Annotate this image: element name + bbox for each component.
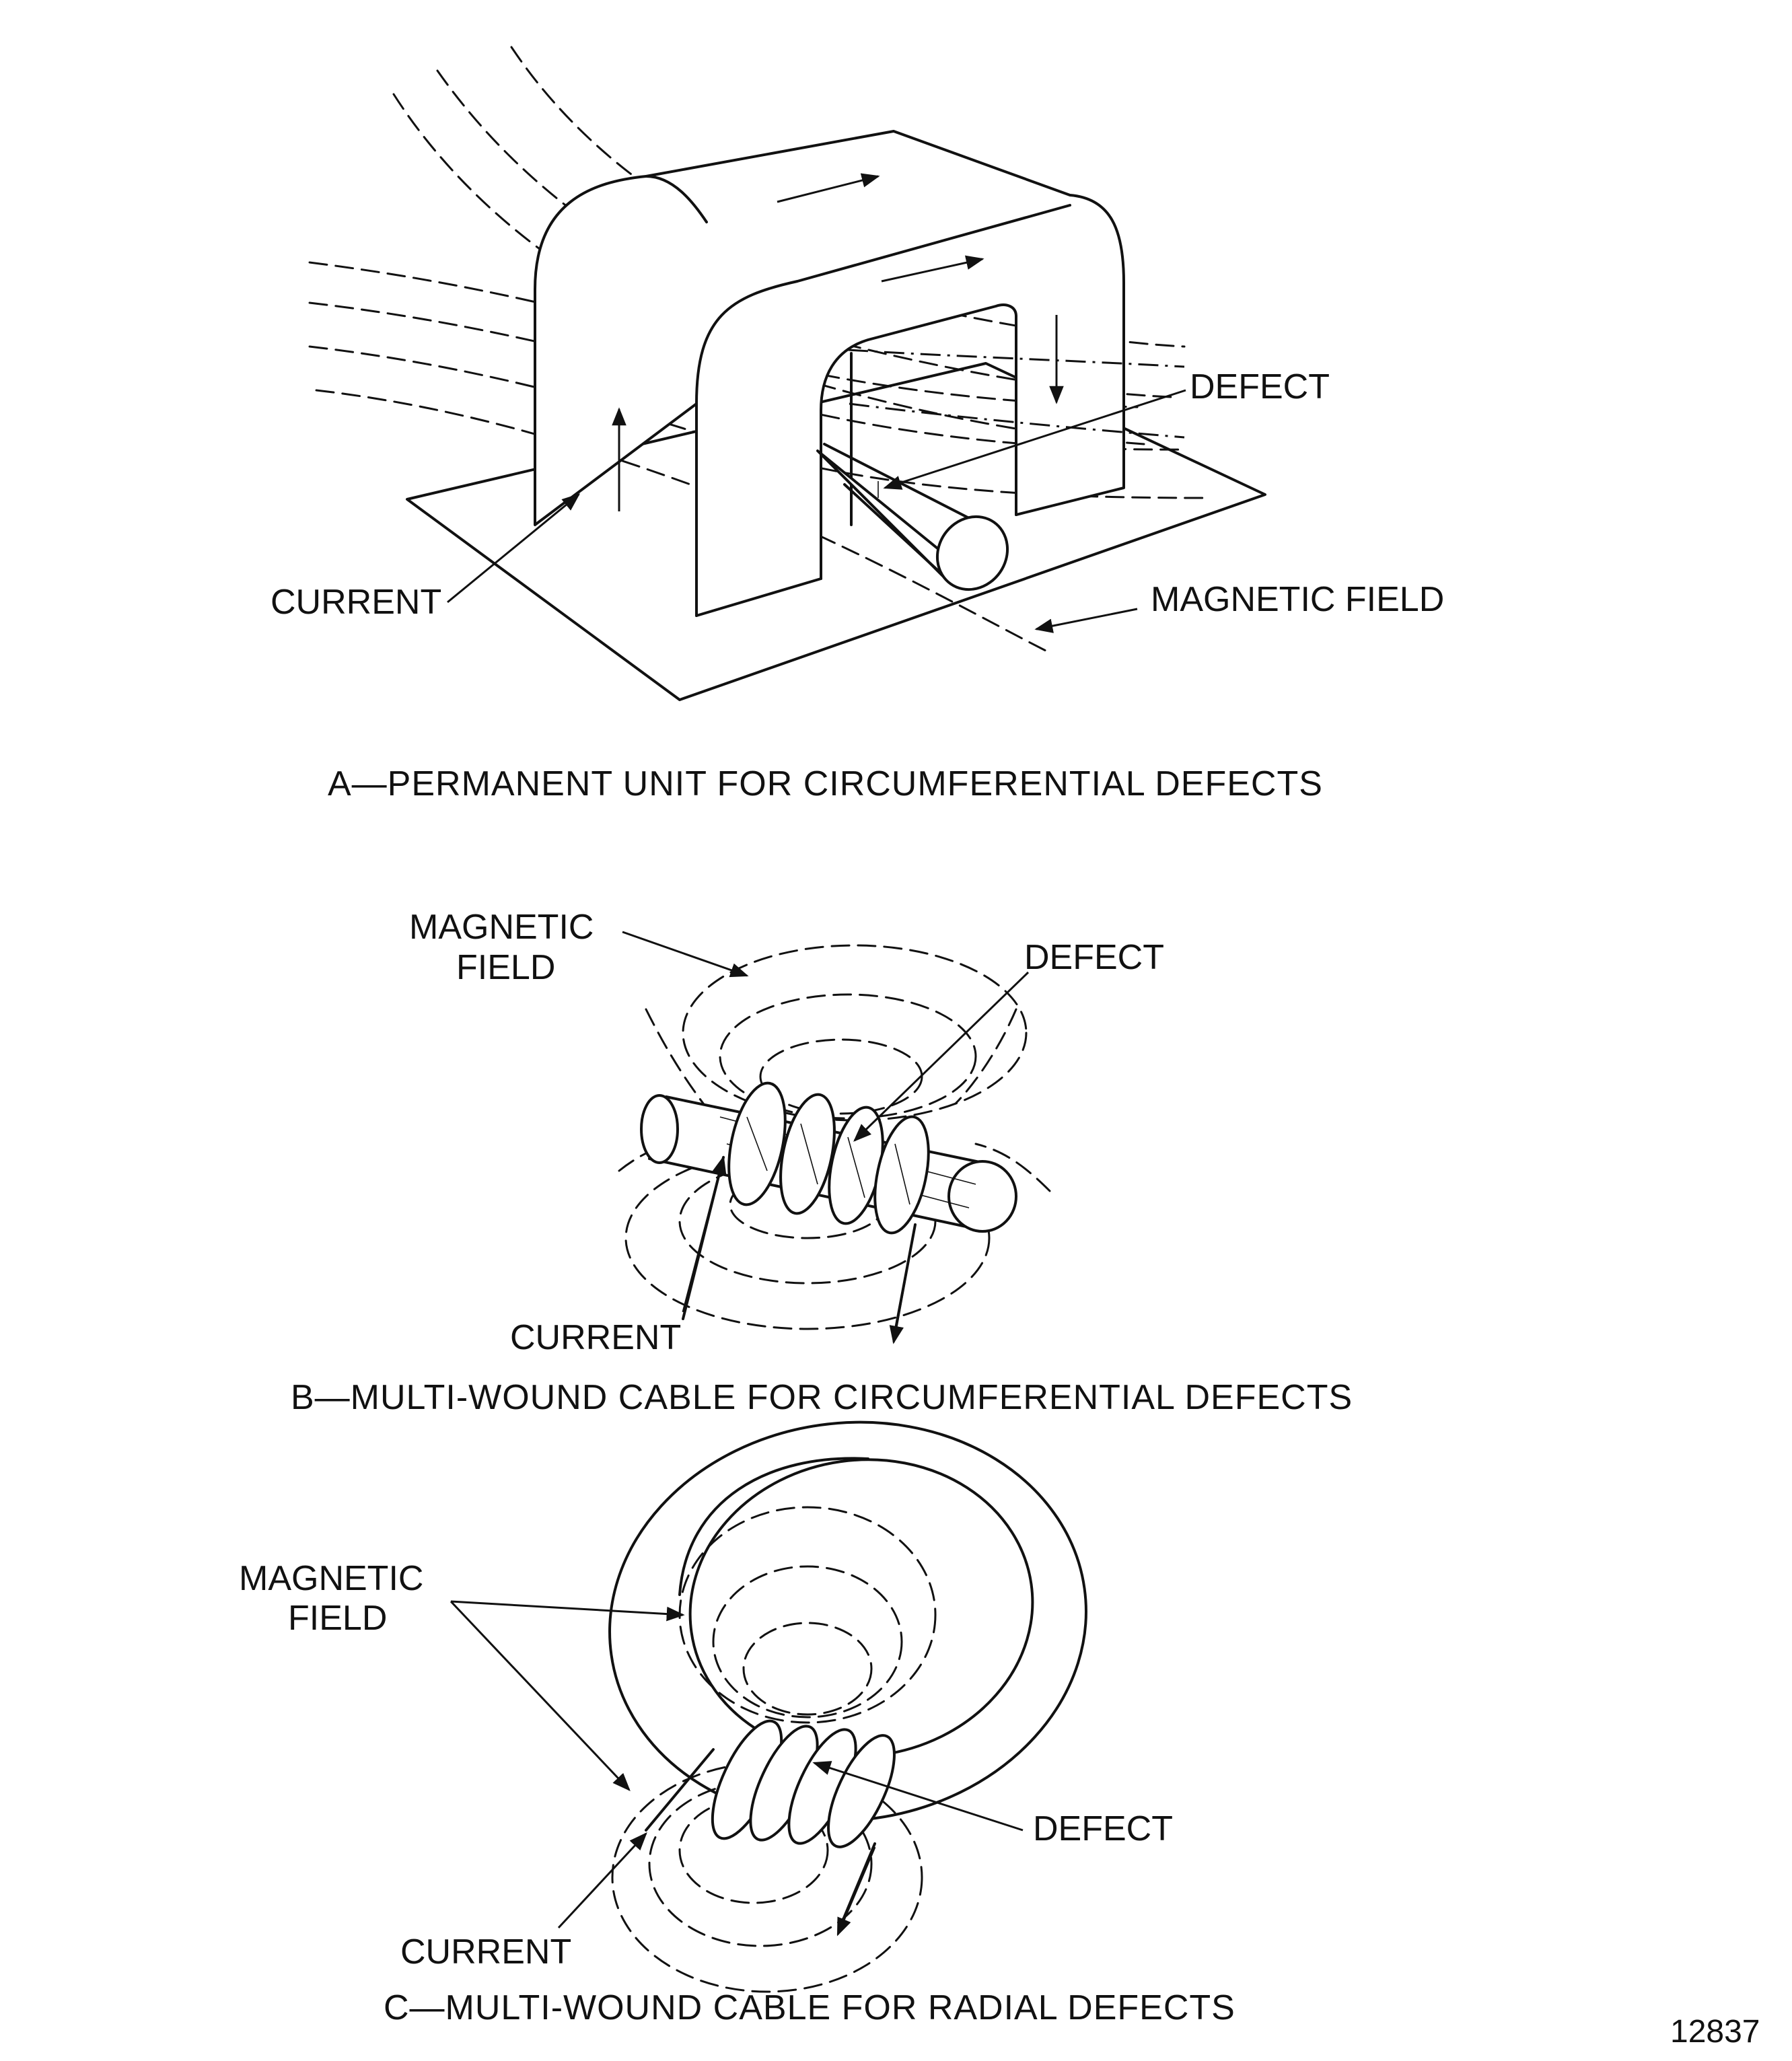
panel-b: MAGNETIC FIELD DEFECT CURRENT B—MULTI-WO… bbox=[291, 908, 1353, 1417]
cable-windings-c bbox=[645, 1719, 896, 1926]
label-current-a: CURRENT bbox=[271, 583, 441, 622]
label-current-c: CURRENT bbox=[400, 1932, 571, 1972]
label-magnetic-field-a: MAGNETIC FIELD bbox=[1151, 580, 1444, 619]
caption-c: C—MULTI-WOUND CABLE FOR RADIAL DEFECTS bbox=[384, 1988, 1235, 2027]
label-magnetic-b: MAGNETIC bbox=[409, 908, 594, 947]
panel-a: DEFECT CURRENT MAGNETIC FIELD A—PERMANEN… bbox=[271, 46, 1444, 803]
ring-part-c bbox=[608, 1420, 1087, 1823]
label-defect-c: DEFECT bbox=[1033, 1809, 1173, 1848]
caption-a: A—PERMANENT UNIT FOR CIRCUMFERENTIAL DEF… bbox=[328, 764, 1323, 803]
label-current-b: CURRENT bbox=[510, 1318, 681, 1357]
caption-b: B—MULTI-WOUND CABLE FOR CIRCUMFERENTIAL … bbox=[291, 1378, 1353, 1417]
label-magnetic-c: MAGNETIC bbox=[239, 1559, 423, 1598]
label-field-c: FIELD bbox=[288, 1599, 387, 1638]
test-bar-a bbox=[816, 443, 1009, 591]
label-defect-b: DEFECT bbox=[1024, 938, 1164, 977]
panel-c: MAGNETIC FIELD DEFECT CURRENT C—MULTI-WO… bbox=[239, 1420, 1235, 2027]
figure-number: 12837 bbox=[1670, 2014, 1760, 2050]
label-defect-a: DEFECT bbox=[1190, 367, 1330, 406]
label-field-b: FIELD bbox=[456, 948, 555, 987]
permanent-magnet-unit bbox=[534, 130, 1125, 617]
